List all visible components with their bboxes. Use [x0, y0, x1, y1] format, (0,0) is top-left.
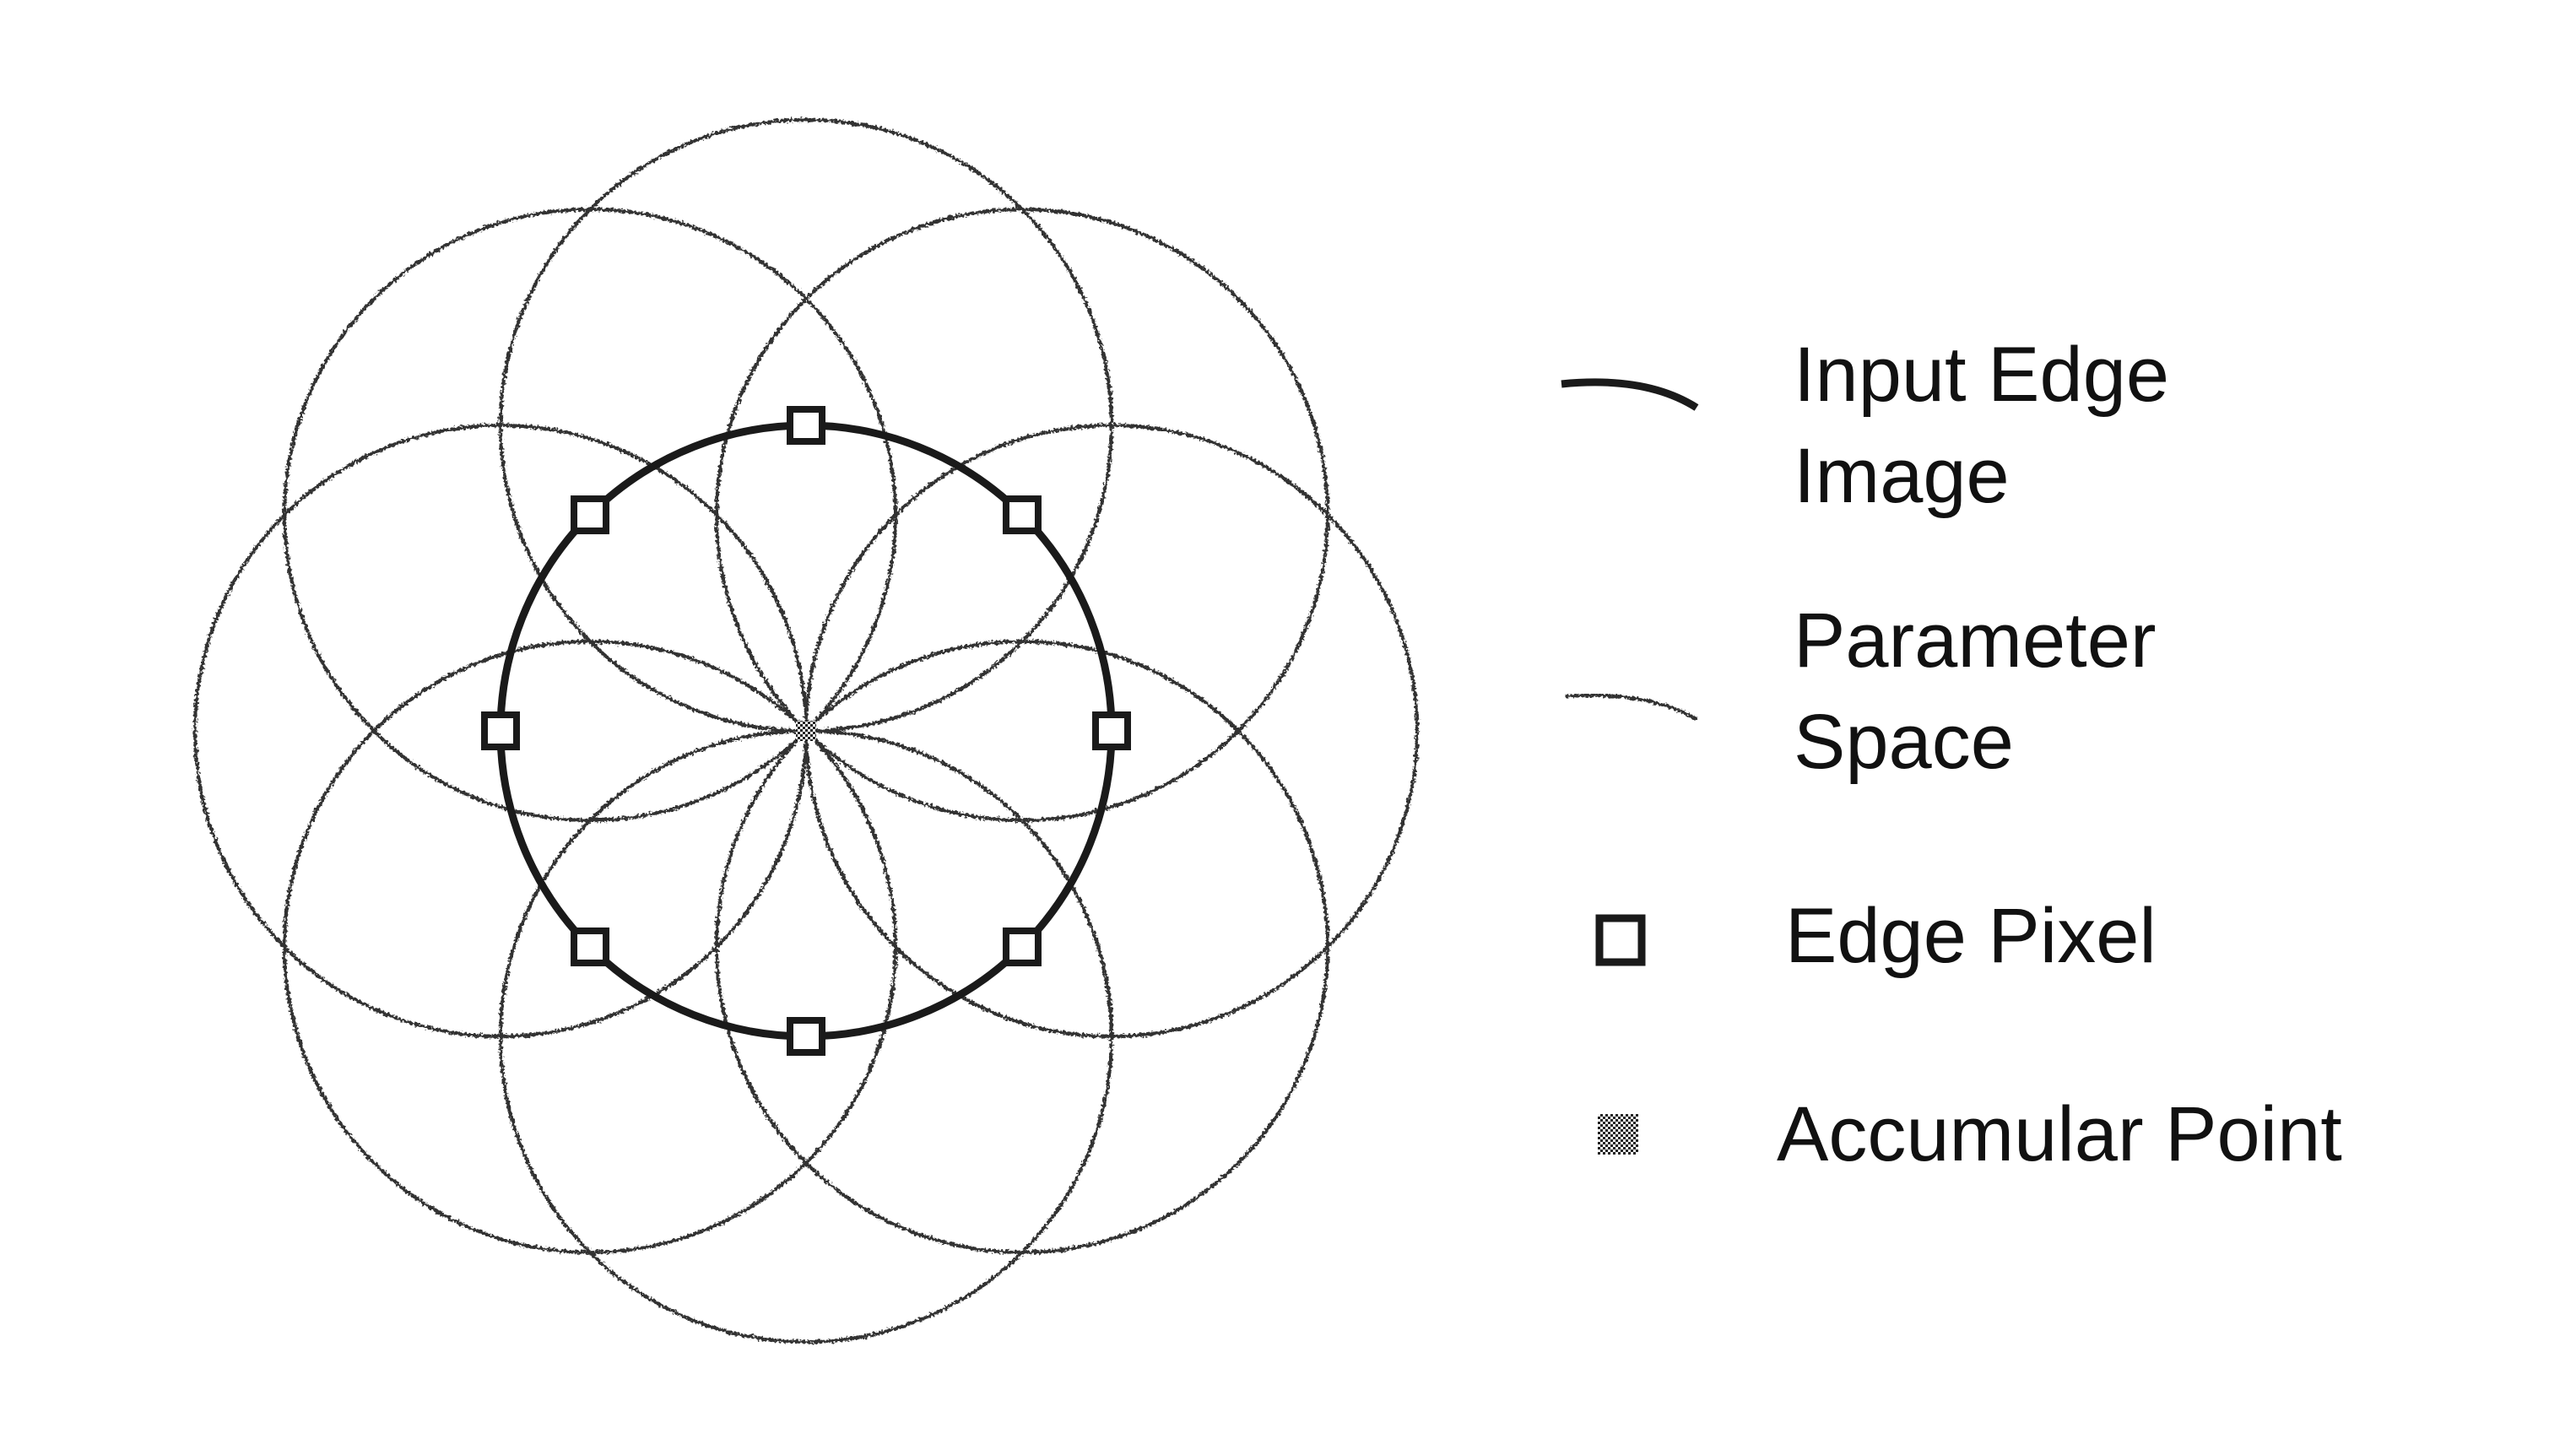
edge-pixel-marker: [571, 495, 610, 535]
edge-pixels: [481, 406, 1131, 1056]
legend-input-edge-line1: Input Edge: [1794, 332, 2169, 418]
parameter-space-legend-symbol: [1565, 693, 1697, 721]
legend-parameter-space-line2: Space: [1794, 699, 2014, 785]
edge-pixel-marker: [481, 711, 520, 750]
legend-edge-pixel: Edge Pixel: [1785, 893, 2157, 979]
legend-parameter-space-line1: Parameter: [1794, 598, 2157, 684]
edge-pixel-marker: [787, 1017, 825, 1056]
edge-pixel-marker: [1002, 927, 1042, 966]
legend-accumulator-point: Accumular Point: [1777, 1091, 2342, 1177]
accumulator-point-legend-symbol: [1598, 1114, 1638, 1155]
parameter-circle: [283, 208, 898, 823]
edge-pixel-marker: [1092, 711, 1131, 750]
legend-input-edge-line2: Image: [1794, 433, 2010, 519]
edge-pixel-legend-symbol: [1595, 914, 1646, 966]
input-edge-legend-symbol: [1561, 378, 1699, 411]
accumulator-point-marker: [796, 721, 816, 741]
edge-pixel-marker: [1002, 495, 1042, 535]
edge-pixel-marker: [571, 927, 610, 966]
legend: Input Edge Image Parameter Space Edge Pi…: [1561, 332, 2342, 1177]
edge-pixel-marker: [787, 406, 825, 445]
